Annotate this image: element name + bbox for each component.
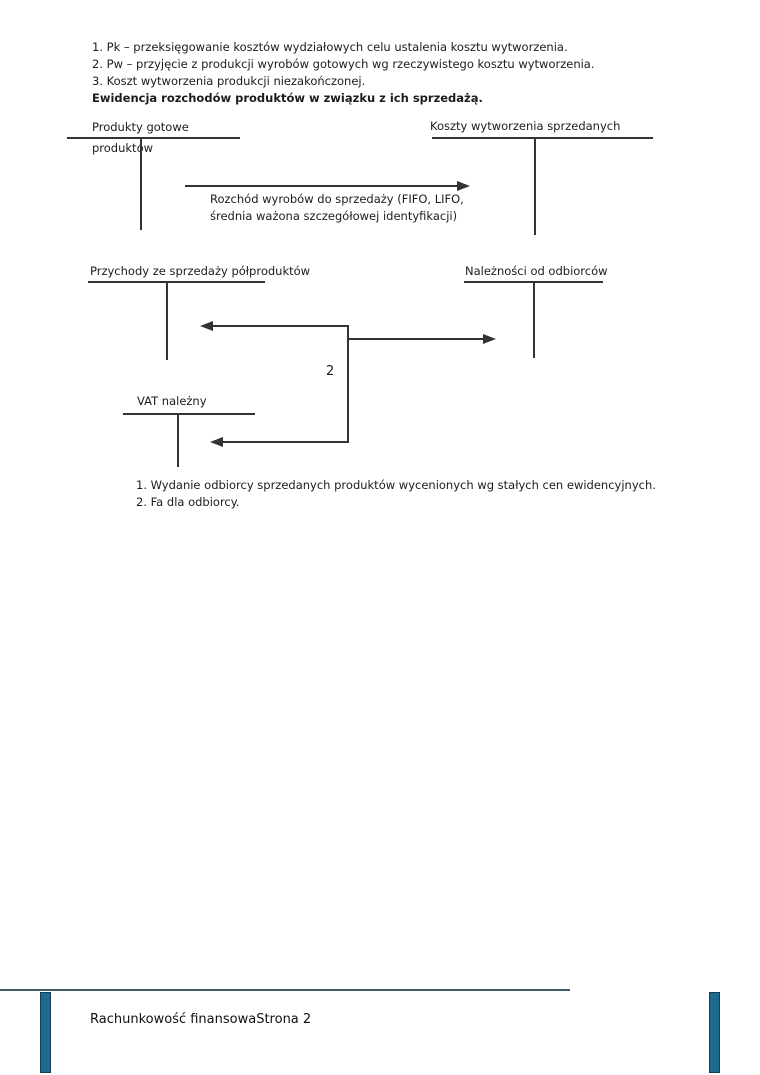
t-account-vat-topline	[123, 413, 255, 415]
flow-arrow-to-vat-head-icon	[210, 437, 223, 447]
t-account-receivables-stem	[533, 282, 535, 358]
t-account-finished-goods-topline	[67, 137, 240, 139]
t-account-cogs-topline	[432, 137, 653, 139]
flow-arrow-issue-head-icon	[457, 181, 470, 191]
t-account-sales-revenue-stem	[166, 282, 168, 360]
footer-document-title: Rachunkowość finansowa	[90, 1012, 257, 1027]
footer-left-bar	[40, 992, 51, 1073]
flow-arrow-to-revenue-head-icon	[200, 321, 213, 331]
intro-line-1: 1. Pk – przeksięgowanie kosztów wydziało…	[92, 40, 568, 54]
account-label-finished-goods: Produkty gotowe	[92, 120, 189, 134]
flow-arrow-issue-line	[185, 185, 457, 187]
flow-connector-vertical	[347, 325, 349, 443]
footer-divider	[0, 989, 570, 991]
t-account-sales-revenue-topline	[88, 281, 265, 283]
operation-number-label: 2	[326, 364, 335, 379]
flow-arrow-issue-label-1: Rozchód wyrobów do sprzedaży (FIFO, LIFO…	[210, 192, 464, 206]
account-label-finished-goods-wrap: produktów	[92, 141, 154, 155]
note-line-2: 2. Fa dla odbiorcy.	[136, 495, 240, 509]
flow-arrow-issue-label-2: średnia ważona szczegółowej identyfikacj…	[210, 209, 458, 223]
account-label-receivables: Należności od odbiorców	[465, 264, 608, 278]
footer-page-number: Strona 2	[256, 1012, 312, 1027]
t-account-vat-stem	[177, 414, 179, 467]
intro-line-2: 2. Pw – przyjęcie z produkcji wyrobów go…	[92, 57, 595, 71]
account-label-sales-revenue: Przychody ze sprzedaży półproduktów	[90, 264, 311, 278]
section-heading: Ewidencja rozchodów produktów w związku …	[92, 91, 483, 105]
account-label-cogs: Koszty wytworzenia sprzedanych	[430, 119, 621, 133]
footer-right-bar	[709, 992, 720, 1073]
t-account-cogs-stem	[534, 138, 536, 235]
account-label-vat-due: VAT należny	[137, 394, 207, 408]
flow-arrow-to-revenue-line	[212, 325, 349, 327]
flow-arrow-to-vat-line	[222, 441, 349, 443]
flow-arrow-to-receivables-line	[347, 338, 483, 340]
t-account-finished-goods-stem	[140, 138, 142, 230]
intro-line-3: 3. Koszt wytworzenia produkcji niezakońc…	[92, 74, 366, 88]
note-line-1: 1. Wydanie odbiorcy sprzedanych produktó…	[136, 478, 656, 492]
footer: Rachunkowość finansowaStrona 2	[90, 1012, 311, 1027]
flow-arrow-to-receivables-head-icon	[483, 334, 496, 344]
